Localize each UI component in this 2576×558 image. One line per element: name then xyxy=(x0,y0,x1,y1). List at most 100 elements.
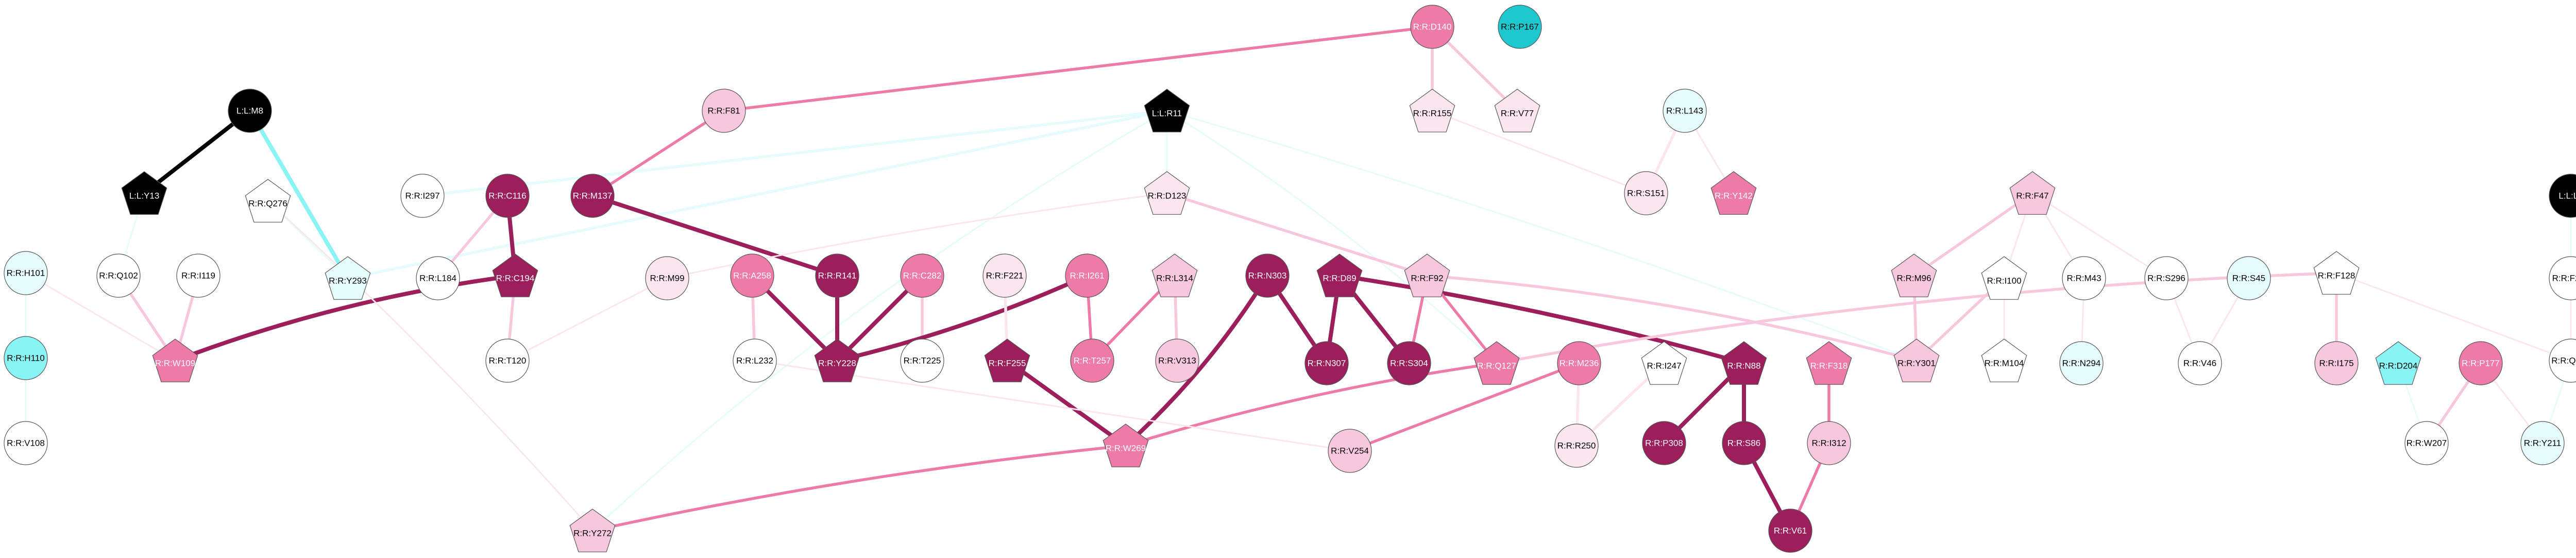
node-r-r-t257[interactable]: R:R:T257 xyxy=(1070,339,1114,383)
node-r-r-v77[interactable]: R:R:V77 xyxy=(1494,89,1540,132)
node-r-r-s45[interactable]: R:R:S45 xyxy=(2227,256,2271,300)
node-label: R:R:S151 xyxy=(1627,188,1665,198)
node-label: R:R:Y142 xyxy=(1715,191,1753,200)
node-r-r-r155[interactable]: R:R:R155 xyxy=(1409,89,1455,132)
node-r-r-c282[interactable]: R:R:C282 xyxy=(900,253,944,298)
node-r-r-p167[interactable]: R:R:P167 xyxy=(1498,5,1542,49)
node-r-r-f81[interactable]: R:R:F81 xyxy=(702,89,746,133)
node-r-r-y228[interactable]: R:R:Y228 xyxy=(814,339,860,382)
edge-r-r-d123-to-r-r-f92 xyxy=(1165,192,1429,277)
node-r-r-m99[interactable]: R:R:M99 xyxy=(645,256,689,300)
node-r-r-i297[interactable]: R:R:I297 xyxy=(400,174,445,218)
edge-l-l-r11-to-r-r-y301 xyxy=(1166,110,1918,362)
node-r-r-f318[interactable]: R:R:F318 xyxy=(1806,341,1852,385)
edge-l-l-r11-to-r-r-y293 xyxy=(346,109,1168,280)
node-r-r-i247[interactable]: R:R:I247 xyxy=(1641,341,1687,385)
node-r-r-v46[interactable]: R:R:V46 xyxy=(2178,341,2222,385)
node-label: R:R:I247 xyxy=(1647,361,1681,370)
edge-l-l-m8-to-r-r-y293 xyxy=(248,109,350,280)
node-r-r-q212[interactable]: R:R:Q212 xyxy=(2549,339,2576,383)
node-r-r-m104[interactable]: R:R:M104 xyxy=(1981,339,2027,382)
node-r-r-w269[interactable]: R:R:W269 xyxy=(1103,424,1149,467)
node-l-l-y13[interactable]: L:L:Y13 xyxy=(121,171,167,215)
node-r-r-h110[interactable]: R:R:H110 xyxy=(4,336,48,380)
node-r-r-y272[interactable]: R:R:Y272 xyxy=(569,509,616,552)
node-r-r-l184[interactable]: R:R:L184 xyxy=(416,256,460,300)
node-l-l-m8[interactable]: L:L:M8 xyxy=(228,89,272,133)
node-r-r-v108[interactable]: R:R:V108 xyxy=(4,421,48,465)
node-r-r-i312[interactable]: R:R:I312 xyxy=(1807,421,1851,465)
node-r-r-s304[interactable]: R:R:S304 xyxy=(1387,341,1431,385)
node-circle-shape xyxy=(900,253,944,298)
node-r-r-a258[interactable]: R:R:A258 xyxy=(730,253,774,298)
node-r-r-f92[interactable]: R:R:F92 xyxy=(1404,253,1450,297)
node-r-r-m96[interactable]: R:R:M96 xyxy=(1891,253,1937,297)
node-r-r-s296[interactable]: R:R:S296 xyxy=(2144,256,2189,300)
node-circle-shape xyxy=(1410,5,1454,49)
node-r-r-q102[interactable]: R:R:Q102 xyxy=(96,253,141,298)
node-r-r-d204[interactable]: R:R:D204 xyxy=(2375,341,2421,385)
edge-r-r-f128-to-r-r-q127 xyxy=(1495,272,2338,365)
node-r-r-y142[interactable]: R:R:Y142 xyxy=(1710,171,1757,215)
node-r-r-l143[interactable]: R:R:L143 xyxy=(1663,89,1707,133)
node-r-r-q127[interactable]: R:R:Q127 xyxy=(1473,341,1520,385)
node-r-r-t120[interactable]: R:R:T120 xyxy=(485,339,530,383)
node-r-r-p177[interactable]: R:R:P177 xyxy=(2459,341,2503,385)
node-r-r-v313[interactable]: R:R:V313 xyxy=(1155,339,1199,383)
node-r-r-n88[interactable]: R:R:N88 xyxy=(1721,341,1767,385)
node-label: R:R:L184 xyxy=(419,273,456,283)
node-r-r-w109[interactable]: R:R:W109 xyxy=(152,339,198,382)
edge-r-r-i261-to-r-r-y228 xyxy=(835,274,1089,363)
node-r-r-m137[interactable]: R:R:M137 xyxy=(570,174,615,218)
node-circle-shape xyxy=(2404,421,2449,465)
node-r-r-r250[interactable]: R:R:R250 xyxy=(1554,424,1599,468)
node-r-r-f221[interactable]: R:R:F221 xyxy=(982,253,1027,298)
node-r-r-y211[interactable]: R:R:Y211 xyxy=(2520,421,2565,465)
node-circle-shape xyxy=(2227,256,2271,300)
node-pentagon-shape xyxy=(1721,341,1767,385)
node-r-r-f255[interactable]: R:R:F255 xyxy=(984,339,1030,382)
node-r-r-s151[interactable]: R:R:S151 xyxy=(1624,171,1668,215)
node-r-r-v254[interactable]: R:R:V254 xyxy=(1328,429,1372,473)
node-r-r-i119[interactable]: R:R:I119 xyxy=(176,253,221,298)
node-r-r-v61[interactable]: R:R:V61 xyxy=(1768,509,1812,553)
node-r-r-d123[interactable]: R:R:D123 xyxy=(1144,171,1190,215)
node-r-r-f208[interactable]: R:R:F208 xyxy=(2549,256,2576,300)
node-r-r-y301[interactable]: R:R:Y301 xyxy=(1893,339,1940,382)
node-r-r-i175[interactable]: R:R:I175 xyxy=(2314,341,2359,385)
node-label: R:R:S86 xyxy=(1727,438,1760,448)
node-label: R:R:N307 xyxy=(1308,358,1346,368)
node-label: R:R:H101 xyxy=(7,268,45,278)
node-r-r-c194[interactable]: R:R:C194 xyxy=(492,253,538,297)
node-r-r-n294[interactable]: R:R:N294 xyxy=(2059,341,2104,385)
node-l-l-l9[interactable]: L:L:L9 xyxy=(2549,174,2576,218)
node-r-r-c116[interactable]: R:R:C116 xyxy=(485,174,530,218)
node-r-r-f128[interactable]: R:R:F128 xyxy=(2313,251,2360,295)
node-circle-shape xyxy=(4,251,48,295)
node-label: R:R:N88 xyxy=(1727,361,1760,370)
node-r-r-s86[interactable]: R:R:S86 xyxy=(1722,421,1766,465)
node-circle-shape xyxy=(176,253,221,298)
node-r-r-r141[interactable]: R:R:R141 xyxy=(815,253,859,298)
edge-r-r-d140-to-r-r-f81 xyxy=(722,25,1434,112)
node-r-r-w207[interactable]: R:R:W207 xyxy=(2404,421,2449,465)
node-r-r-y293[interactable]: R:R:Y293 xyxy=(325,256,371,300)
node-r-r-m236[interactable]: R:R:M236 xyxy=(1557,341,1601,385)
node-circle-shape xyxy=(485,339,530,383)
node-r-r-n303[interactable]: R:R:N303 xyxy=(1245,253,1290,298)
node-r-r-p308[interactable]: R:R:P308 xyxy=(1642,421,1686,465)
node-r-r-f47[interactable]: R:R:F47 xyxy=(2009,171,2056,215)
node-r-r-h101[interactable]: R:R:H101 xyxy=(4,251,48,295)
node-pentagon-shape xyxy=(1710,171,1757,215)
node-r-r-l232[interactable]: R:R:L232 xyxy=(733,339,777,383)
node-r-r-q276[interactable]: R:R:Q276 xyxy=(245,179,291,223)
node-r-r-i261[interactable]: R:R:I261 xyxy=(1065,253,1109,298)
node-l-l-r11[interactable]: L:L:R11 xyxy=(1144,89,1190,132)
node-r-r-m43[interactable]: R:R:M43 xyxy=(2062,256,2106,300)
node-r-r-i100[interactable]: R:R:I100 xyxy=(1981,256,2027,300)
node-r-r-d89[interactable]: R:R:D89 xyxy=(1316,253,1363,297)
node-r-r-n307[interactable]: R:R:N307 xyxy=(1304,341,1349,385)
node-r-r-t225[interactable]: R:R:T225 xyxy=(900,339,944,383)
node-r-r-l314[interactable]: R:R:L314 xyxy=(1151,253,1198,297)
node-r-r-d140[interactable]: R:R:D140 xyxy=(1410,5,1454,49)
